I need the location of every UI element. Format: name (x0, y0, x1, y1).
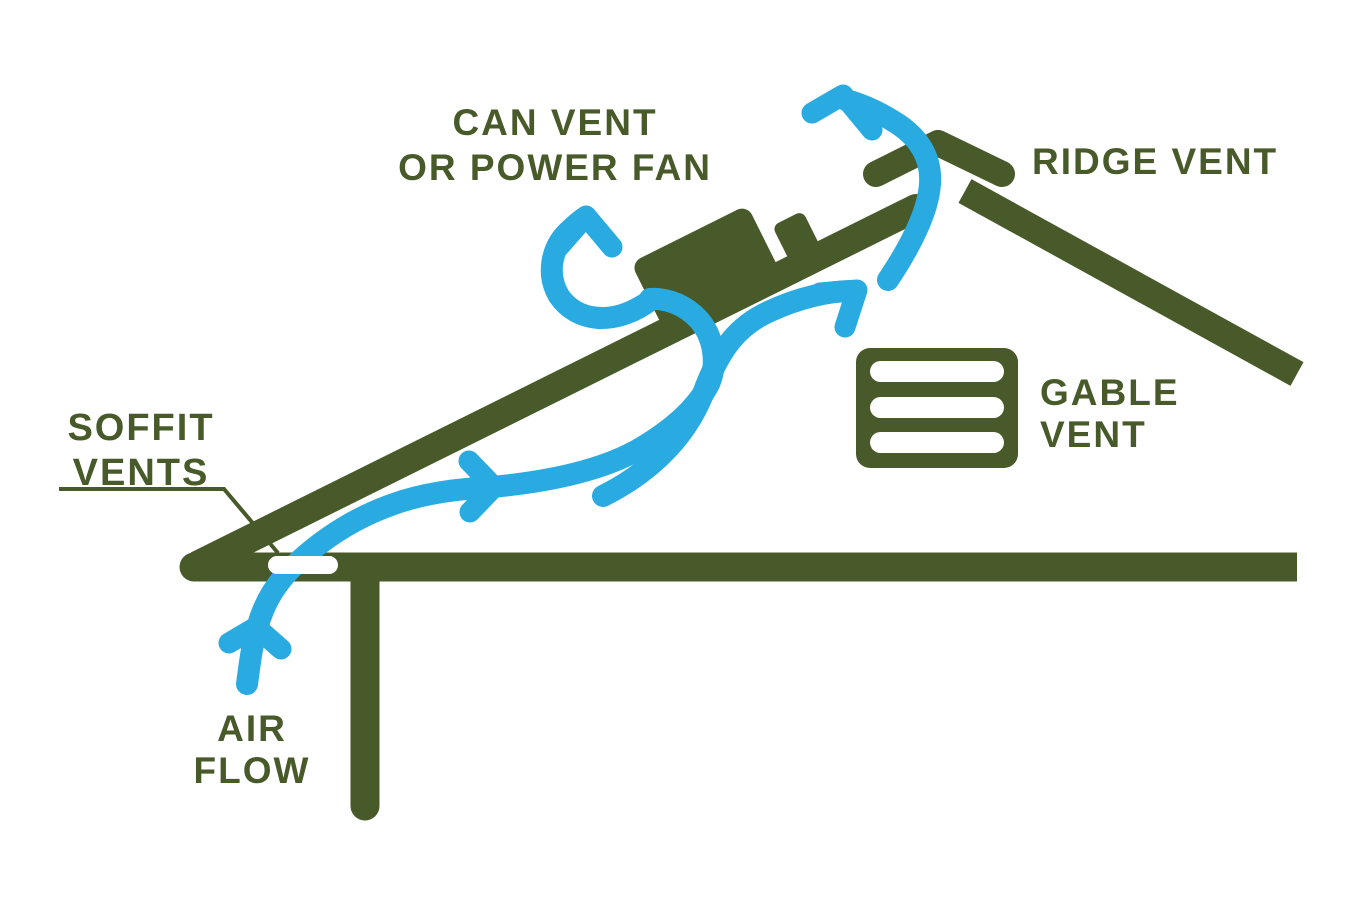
ridge-cap (863, 130, 1015, 187)
wall-bottom-cap (350, 791, 380, 821)
can-vent-label-line2: OR POWER FAN (398, 147, 712, 188)
air-flow-label-line2: FLOW (193, 750, 311, 791)
gable-vent-label: GABLE VENT (1040, 372, 1180, 456)
soffit-leader-line (59, 487, 280, 555)
soffit-vents-label: SOFFIT VENTS (46, 406, 236, 496)
arrowhead-attic-icon (458, 450, 505, 523)
roof-right-slope (958, 179, 1304, 386)
roof-left-slope (190, 195, 923, 578)
airflow-arrows (218, 84, 942, 695)
can-vent-label-line1: CAN VENT (452, 102, 658, 143)
can-vent-label: CAN VENT OR POWER FAN (380, 100, 730, 190)
soffit-slot-icon (268, 556, 338, 574)
arrowhead-canvent-exit-icon (546, 205, 623, 260)
airflow-ridge-exit (835, 89, 942, 291)
soffit-vents-label-line2: VENTS (72, 452, 210, 494)
soffit-vents-label-line1: SOFFIT (67, 407, 215, 449)
airflow-to-ridge (592, 280, 863, 507)
arrowhead-ridge-exit-icon (801, 84, 883, 141)
air-flow-label: AIR FLOW (152, 708, 352, 792)
air-flow-label-line1: AIR (217, 708, 287, 749)
gable-vent-label-line1: GABLE (1040, 372, 1180, 413)
arrowhead-ridge-inner-icon (809, 279, 868, 338)
gable-vent-label-line2: VENT (1040, 414, 1147, 455)
arrowhead-soffit-icon (218, 616, 292, 660)
ridge-vent-label: RIDGE VENT (1032, 141, 1279, 182)
gable-vent-icon (856, 348, 1018, 468)
